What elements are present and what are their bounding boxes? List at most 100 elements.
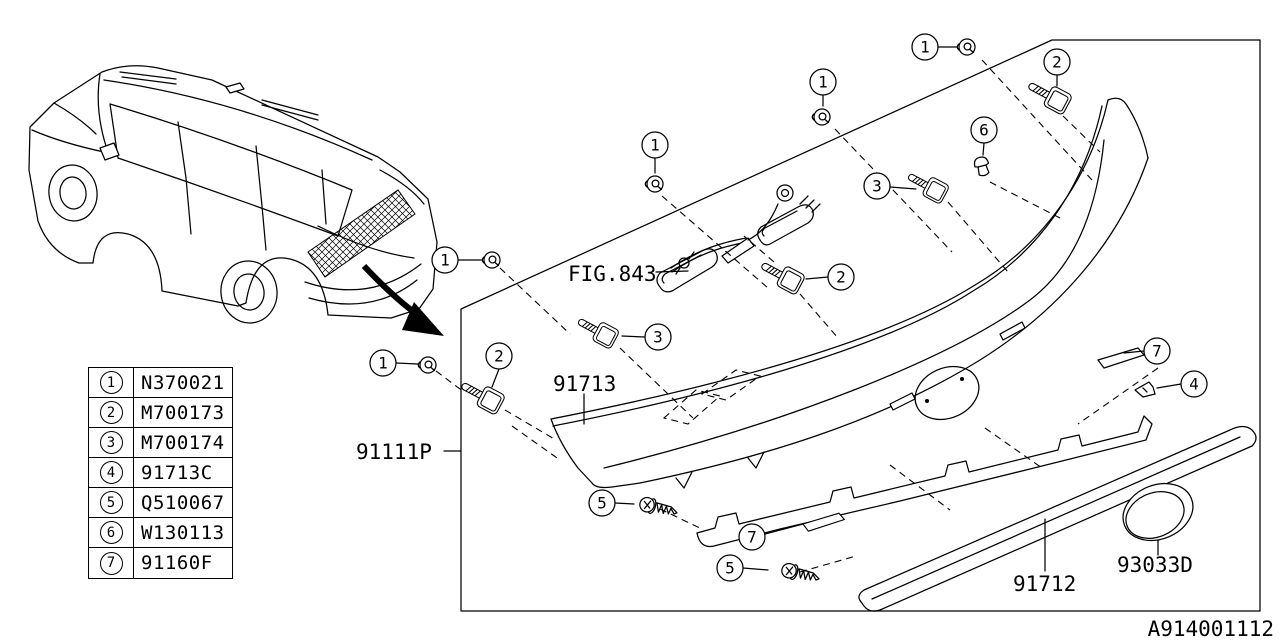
legend-circled-number: 3 (99, 431, 123, 454)
clip-item6 (972, 154, 992, 178)
legend-circled-number: 5 (99, 491, 123, 514)
legend-ref-cell: 1 (89, 368, 134, 397)
callout-2[interactable]: 2 (1043, 48, 1071, 76)
svg-text:7: 7 (747, 528, 757, 547)
callout-bubbles: 1 1 1 1 1 2 2 2 3 3 4 5 5 6 7 7 (369, 33, 1208, 582)
svg-text:3: 3 (653, 328, 663, 347)
callout-3[interactable]: 3 (863, 172, 891, 200)
legend-part-code: M700173 (141, 401, 225, 424)
label-fig843[interactable]: FIG.843 (568, 262, 657, 286)
callout-leaders (395, 46, 1182, 572)
car-rear-wheel-hub (233, 273, 265, 311)
part-lower-garnish-91712 (858, 425, 1257, 612)
legend-row[interactable]: 6 W130113 (89, 518, 232, 548)
car-hood-windshield (31, 73, 109, 153)
callout-1[interactable]: 1 (911, 33, 939, 61)
legend-row[interactable]: 1 N370021 (89, 368, 232, 398)
callout-3[interactable]: 3 (644, 323, 672, 351)
tape-item7 (802, 512, 845, 532)
tape-item7 (1097, 347, 1145, 369)
emblem-recess (914, 365, 980, 421)
legend-row[interactable]: 7 91160F (89, 548, 232, 578)
legend-circled-number: 2 (99, 401, 123, 424)
svg-text:2: 2 (1052, 53, 1062, 72)
legend-row[interactable]: 2 M700173 (89, 398, 232, 428)
callout-1[interactable]: 1 (641, 131, 669, 159)
callout-2[interactable]: 2 (827, 263, 855, 291)
callout-5[interactable]: 5 (588, 489, 616, 517)
label-91712[interactable]: 91712 (1013, 572, 1076, 596)
svg-text:1: 1 (920, 38, 930, 57)
part-ornament-93033d (1122, 482, 1194, 542)
svg-text:7: 7 (1152, 342, 1162, 361)
nut-item1 (417, 356, 437, 374)
car-front-wheel (48, 164, 98, 222)
callout-5[interactable]: 5 (716, 554, 744, 582)
harness-grommet (776, 184, 794, 202)
screw-item2 (456, 374, 507, 416)
diagram-frame (460, 39, 1261, 612)
callout-1[interactable]: 1 (431, 246, 459, 274)
part-clip-bracket (696, 415, 1153, 548)
legend-ref-cell: 4 (89, 458, 134, 487)
callout-2[interactable]: 2 (485, 342, 513, 370)
garnish-location-highlight (307, 189, 416, 278)
license-lamp-opening (700, 369, 762, 401)
screw-item2 (1023, 74, 1074, 116)
label-91713[interactable]: 91713 (553, 372, 616, 396)
callout-7[interactable]: 7 (1143, 337, 1171, 365)
car-antenna-fin (225, 82, 245, 94)
legend-part-code: W130113 (141, 521, 225, 544)
screw-item3 (573, 311, 621, 350)
legend-part-code: 91713C (141, 461, 213, 484)
nut-item1 (481, 251, 501, 269)
nut-item1 (644, 175, 664, 193)
label-91111p[interactable]: 91111P (356, 440, 432, 464)
svg-text:2: 2 (836, 268, 846, 287)
svg-text:1: 1 (818, 73, 828, 92)
legend-circled-number: 4 (99, 461, 123, 484)
legend-row[interactable]: 5 Q510067 (89, 488, 232, 518)
screw-item5 (637, 494, 680, 522)
car-roof-rails (119, 71, 319, 121)
svg-text:5: 5 (597, 494, 607, 513)
callout-7[interactable]: 7 (738, 523, 766, 551)
screw-item2 (756, 254, 807, 296)
svg-text:5: 5 (725, 559, 735, 578)
locator-arrow-head (402, 302, 444, 336)
legend-row[interactable]: 3 M700174 (89, 428, 232, 458)
car-side-windows (109, 103, 353, 251)
legend-circled-number: 6 (99, 521, 123, 544)
legend-part-code: 91160F (141, 552, 213, 574)
svg-text:3: 3 (872, 177, 882, 196)
legend-ref-cell: 2 (89, 398, 134, 427)
car-bumper-lines (304, 263, 422, 305)
legend-ref-cell: 6 (89, 518, 134, 547)
legend-ref-cell: 5 (89, 488, 134, 517)
label-93033d[interactable]: 93033D (1117, 553, 1193, 577)
legend-ref-cell: 3 (89, 428, 134, 457)
legend-circled-number: 7 (99, 551, 123, 575)
svg-text:6: 6 (979, 121, 989, 140)
callout-4[interactable]: 4 (1180, 370, 1208, 398)
car-body-outline (28, 65, 438, 319)
car-roofline (103, 79, 373, 161)
parts-legend-table: 1 N370021 2 M700173 3 M700174 4 91713C 5… (88, 367, 233, 579)
svg-text:2: 2 (494, 347, 504, 366)
clip-item4 (1134, 381, 1156, 398)
legend-part-code: N370021 (141, 371, 225, 394)
svg-text:1: 1 (378, 354, 388, 373)
callout-1[interactable]: 1 (369, 349, 397, 377)
callout-6[interactable]: 6 (970, 116, 998, 144)
nut-item1 (811, 108, 831, 126)
callout-1[interactable]: 1 (809, 68, 837, 96)
screw-item5 (779, 560, 822, 588)
legend-part-code: Q510067 (141, 491, 225, 514)
svg-text:4: 4 (1189, 375, 1199, 394)
legend-row[interactable]: 4 91713C (89, 458, 232, 488)
car-front-wheel-hub (59, 176, 87, 210)
screw-item3 (903, 166, 951, 205)
fig843-leader (655, 270, 689, 273)
installation-guide-lines (435, 59, 1159, 573)
